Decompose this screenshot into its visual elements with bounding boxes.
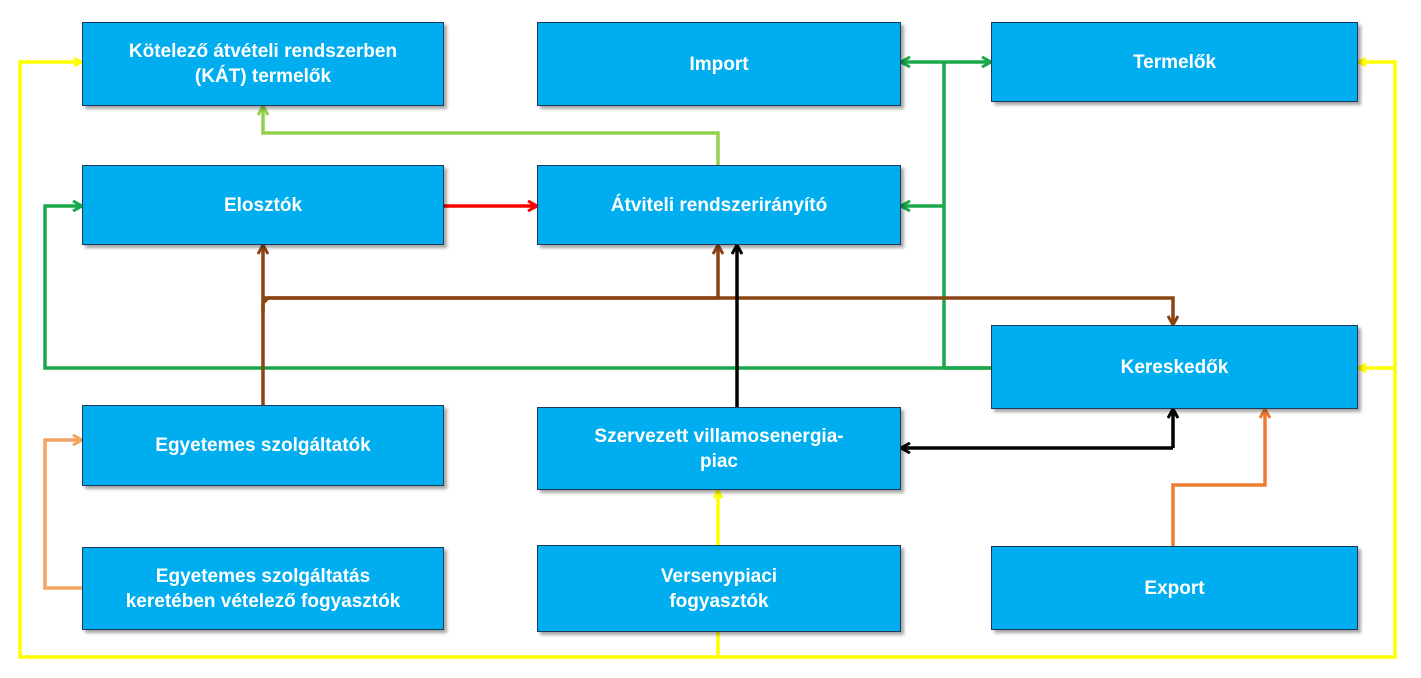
node-elosztok-label: Elosztók [223, 194, 303, 216]
node-termelok: Termelők [991, 22, 1358, 102]
lightorange-fogy-to-egyetemes [43, 440, 82, 590]
green-connectors [43, 62, 991, 370]
node-import-label: Import [689, 53, 749, 75]
brown-to-atviteli [263, 245, 718, 300]
node-kat-label: Kötelező átvételi rendszerben (KÁT) term… [128, 41, 398, 87]
node-export-label: Export [1144, 577, 1205, 599]
yellow-loop-right-termelok [718, 62, 1397, 659]
node-kereskedok-label: Kereskedők [1120, 356, 1229, 378]
brown-connectors [263, 245, 1173, 405]
brown-to-kereskedok [261, 296, 1173, 325]
node-atviteli-label: Átviteli rendszerirányító [610, 194, 828, 216]
node-egyetemes-label: Egyetemes szolgáltatók [155, 435, 371, 456]
node-egyetemes-fogy: Egyetemes szolgáltatás keretében vételez… [82, 547, 444, 630]
node-kereskedok: Kereskedők [991, 325, 1358, 409]
node-versenypiaci-label: Versenypiaci fogyasztók [660, 565, 778, 612]
green-kereskedok-to-elosztok [43, 206, 991, 370]
node-import: Import [537, 22, 901, 106]
node-atviteli: Átviteli rendszerirányító [537, 165, 901, 245]
node-egyetemes-fogy-label: Egyetemes szolgáltatás keretében vételez… [125, 565, 401, 612]
node-export: Export [991, 546, 1358, 630]
node-versenypiaci: Versenypiaci fogyasztók [537, 545, 901, 632]
node-szervezett: Szervezett villamosenergia- piac [537, 407, 901, 490]
node-kat: Kötelező átvételi rendszerben (KÁT) term… [82, 22, 444, 106]
lightgreen-atviteli-to-kat [263, 106, 720, 165]
black-connectors [737, 245, 1173, 448]
node-szervezett-label: Szervezett villamosenergia- piac [594, 425, 844, 472]
yellow-connectors [18, 62, 1397, 659]
node-egyetemes: Egyetemes szolgáltatók [82, 405, 444, 486]
orange-export-to-kereskedok [1171, 409, 1265, 546]
yellow-loop-left [18, 62, 720, 659]
node-elosztok: Elosztók [82, 165, 444, 245]
node-termelok-label: Termelők [1132, 51, 1217, 73]
green-kereskedok-bus [942, 62, 991, 370]
